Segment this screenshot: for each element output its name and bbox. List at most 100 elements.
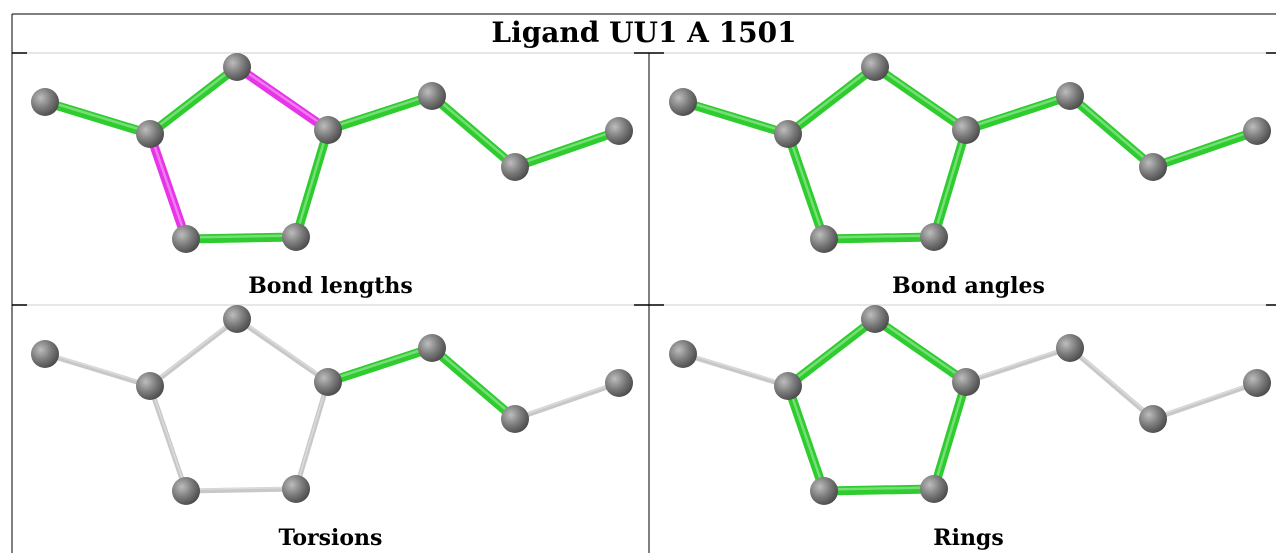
bond-highlight bbox=[786, 316, 877, 386]
bond-highlight bbox=[1151, 128, 1259, 167]
bond-highlight bbox=[873, 64, 968, 130]
bond-highlight bbox=[149, 316, 238, 386]
bond-A4-A7 bbox=[963, 345, 1073, 385]
bond-A4-A5 bbox=[293, 379, 331, 492]
panel-label-torsions: Torsions bbox=[278, 525, 383, 551]
bond-A6-A2 bbox=[783, 129, 829, 244]
atom-A4 bbox=[952, 116, 980, 144]
panels-layer bbox=[31, 53, 1271, 505]
bond-A4-A5 bbox=[929, 125, 971, 242]
bond-A3-A4 bbox=[870, 314, 971, 387]
bond-highlight bbox=[148, 131, 188, 239]
bond-A5-A6 bbox=[819, 484, 939, 496]
bond-A8-A9 bbox=[1150, 380, 1260, 422]
bond-A4-A5 bbox=[291, 125, 333, 242]
atom-A2 bbox=[774, 372, 802, 400]
bond-A3-A4 bbox=[232, 62, 333, 135]
atom-A4 bbox=[314, 116, 342, 144]
bond-A2-A3 bbox=[145, 62, 242, 139]
bond-highlight bbox=[1068, 93, 1155, 167]
atom-A6 bbox=[172, 225, 200, 253]
bond-highlight bbox=[681, 99, 790, 134]
bond-highlight bbox=[326, 93, 434, 130]
bond-highlight bbox=[1069, 345, 1154, 419]
atom-A1 bbox=[669, 340, 697, 368]
bond-A6-A2 bbox=[147, 383, 189, 494]
bond-highlight bbox=[514, 380, 620, 419]
bond-A1-A2 bbox=[678, 97, 793, 139]
atom-A7 bbox=[418, 82, 446, 110]
atom-A7 bbox=[1056, 82, 1084, 110]
bond-highlight bbox=[822, 234, 936, 239]
bond-A3-A4 bbox=[870, 62, 971, 135]
bond-A4-A5 bbox=[929, 377, 971, 494]
atom-A4 bbox=[952, 368, 980, 396]
bond-highlight bbox=[43, 99, 152, 134]
bond-A8-A9 bbox=[512, 380, 622, 422]
grid-lines bbox=[11, 13, 1276, 553]
bond-A1-A2 bbox=[42, 351, 153, 389]
atom-A2 bbox=[136, 372, 164, 400]
bond-A8-A9 bbox=[1148, 126, 1262, 172]
atom-A9 bbox=[1243, 117, 1271, 145]
atom-A7 bbox=[418, 334, 446, 362]
bond-A5-A6 bbox=[181, 232, 301, 244]
atom-A9 bbox=[605, 369, 633, 397]
bond-highlight bbox=[822, 486, 936, 491]
bond-A1-A2 bbox=[680, 351, 791, 389]
bond-A8-A9 bbox=[510, 126, 624, 172]
bond-highlight bbox=[295, 379, 329, 489]
atom-A8 bbox=[1139, 405, 1167, 433]
panel-label-rings: Rings bbox=[933, 525, 1004, 551]
atom-A6 bbox=[810, 225, 838, 253]
bond-highlight bbox=[786, 64, 877, 134]
bond-A3-A4 bbox=[234, 316, 331, 385]
bond-A5-A6 bbox=[183, 486, 299, 494]
bond-A7-A8 bbox=[1067, 345, 1156, 422]
atom-A3 bbox=[861, 53, 889, 81]
bond-highlight bbox=[1152, 380, 1258, 419]
bond-A7-A8 bbox=[427, 91, 520, 172]
bond-A6-A2 bbox=[145, 129, 191, 244]
atom-A3 bbox=[223, 305, 251, 333]
bond-highlight bbox=[430, 345, 517, 419]
bond-A1-A2 bbox=[40, 97, 155, 139]
bond-A7-A8 bbox=[1065, 91, 1158, 172]
atom-A3 bbox=[223, 53, 251, 81]
panel-label-bond-angles: Bond angles bbox=[892, 273, 1045, 299]
atom-A9 bbox=[605, 117, 633, 145]
bond-highlight bbox=[326, 345, 434, 382]
atom-A5 bbox=[282, 223, 310, 251]
bond-A5-A6 bbox=[819, 232, 939, 244]
bond-A7-A8 bbox=[427, 343, 520, 424]
bond-highlight bbox=[786, 383, 826, 491]
atom-A3 bbox=[861, 305, 889, 333]
bond-highlight bbox=[184, 234, 298, 239]
bond-highlight bbox=[682, 351, 789, 386]
bond-highlight bbox=[873, 316, 968, 382]
bond-highlight bbox=[786, 131, 826, 239]
atom-A2 bbox=[136, 120, 164, 148]
atom-A5 bbox=[920, 475, 948, 503]
bond-highlight bbox=[964, 93, 1072, 130]
bond-A4-A7 bbox=[323, 343, 437, 387]
bond-highlight bbox=[430, 93, 517, 167]
atom-A4 bbox=[314, 368, 342, 396]
atom-A1 bbox=[31, 88, 59, 116]
molecule-panel-rings bbox=[669, 305, 1271, 505]
bond-highlight bbox=[513, 128, 621, 167]
bond-A2-A3 bbox=[783, 62, 880, 139]
bond-highlight bbox=[932, 379, 968, 489]
bond-highlight bbox=[148, 64, 239, 134]
atom-A8 bbox=[501, 405, 529, 433]
bond-highlight bbox=[294, 127, 330, 237]
atom-A9 bbox=[1243, 369, 1271, 397]
figure-title: Ligand UU1 A 1501 bbox=[491, 16, 797, 49]
molecule-panel-bond-lengths bbox=[31, 53, 633, 253]
bond-highlight bbox=[185, 486, 297, 491]
panel-label-bond-lengths: Bond lengths bbox=[248, 273, 413, 299]
bond-A4-A7 bbox=[961, 91, 1075, 135]
atom-A6 bbox=[172, 477, 200, 505]
